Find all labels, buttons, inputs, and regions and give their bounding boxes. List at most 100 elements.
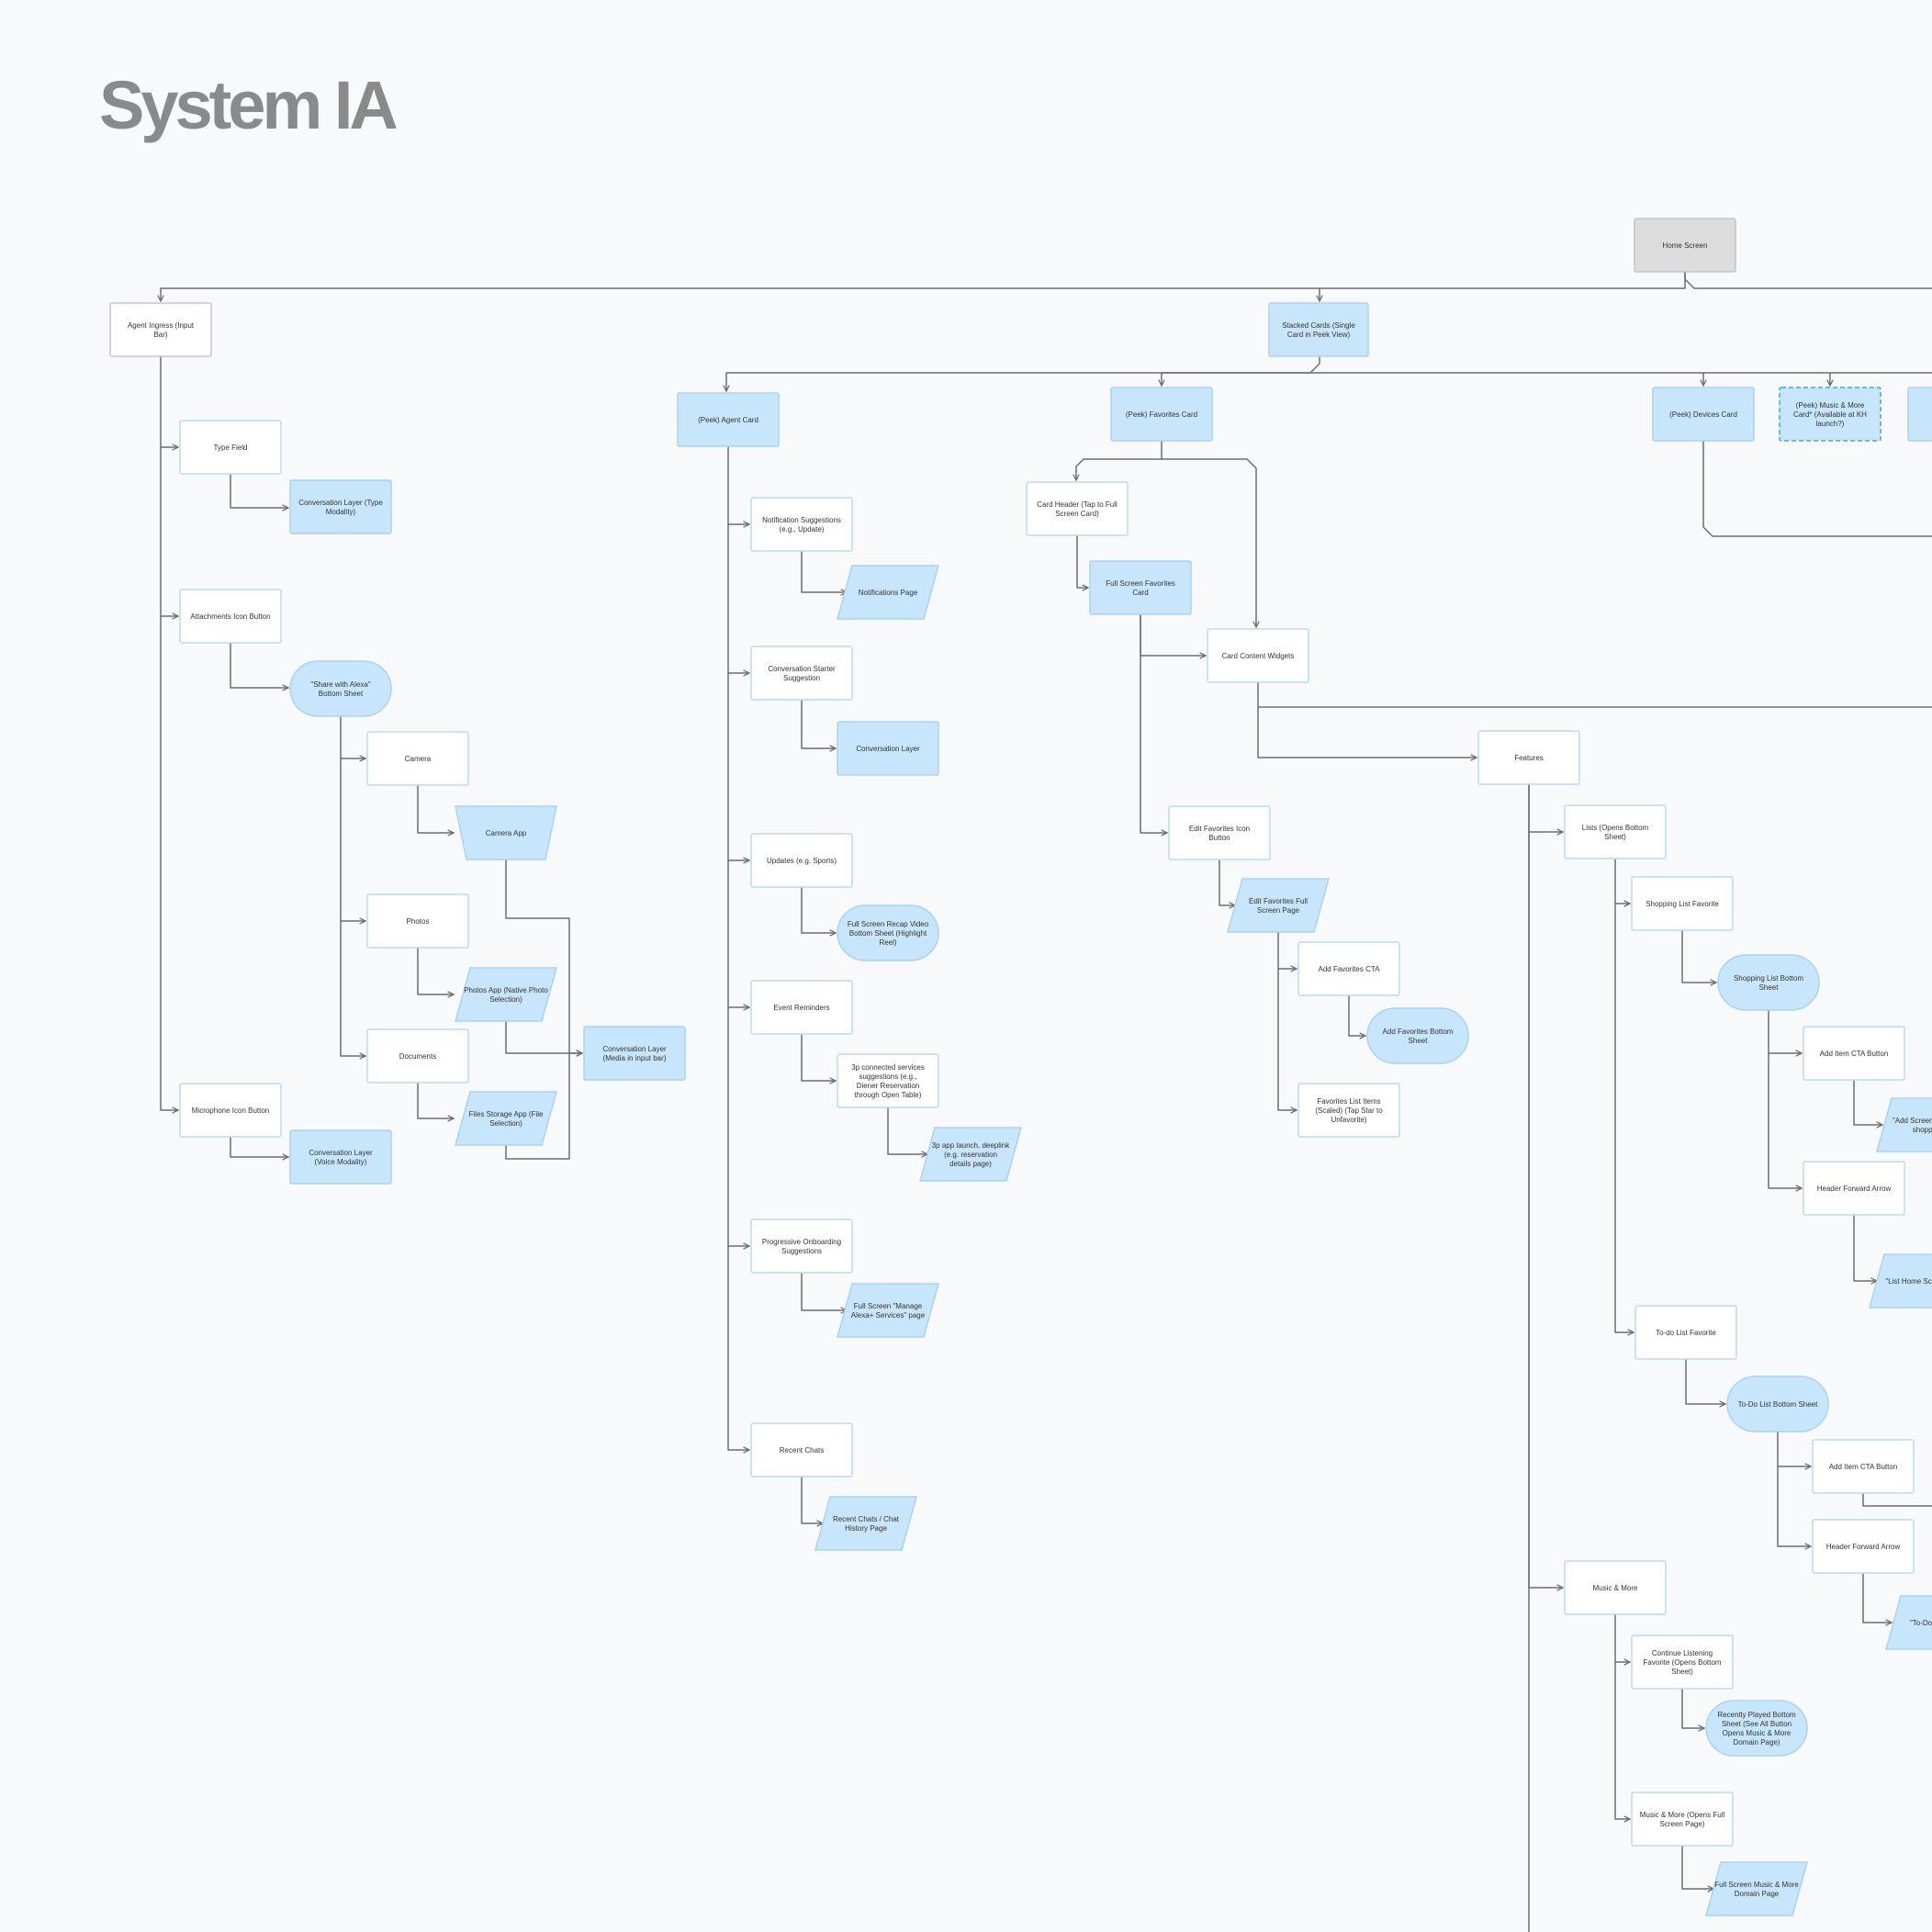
connector-line bbox=[1684, 272, 1932, 289]
node-label: Updates (e.g. Sports) bbox=[767, 857, 837, 865]
connector-line bbox=[1528, 784, 1563, 1588]
node-shape bbox=[837, 904, 939, 961]
page-title: System IA bbox=[99, 67, 399, 143]
node-shape bbox=[179, 420, 282, 475]
connector-line bbox=[417, 1083, 454, 1118]
connector-line bbox=[1219, 859, 1235, 905]
node-label: Favorites List Items(Scaled) (Tap Star t… bbox=[1315, 1097, 1383, 1124]
connector-line bbox=[887, 1107, 927, 1154]
node-list-home: "List Home Screen Fl bbox=[1869, 1253, 1932, 1309]
node-shape bbox=[1268, 302, 1369, 357]
node-label: (Peek) Devices Card bbox=[1669, 410, 1737, 419]
node-add-item-cta: Add Item CTA Button bbox=[1803, 1026, 1905, 1081]
connector-line bbox=[417, 785, 454, 833]
node-shape bbox=[837, 1283, 939, 1338]
node-shape bbox=[837, 1053, 939, 1108]
node-shop-fav: Shopping List Favorite bbox=[1631, 876, 1734, 931]
node-shape bbox=[1705, 1700, 1808, 1757]
node-label: Header Forward Arrow bbox=[1817, 1185, 1892, 1193]
node-shape bbox=[1564, 1560, 1667, 1615]
connector-line bbox=[1162, 458, 1256, 627]
node-shape bbox=[677, 392, 780, 447]
node-peek-cut: (Pe bbox=[1907, 387, 1932, 442]
node-label: 3p app launch, deeplink(e.g. reservation… bbox=[932, 1141, 1011, 1168]
connector-line bbox=[1257, 707, 1477, 758]
node-camera-app: Camera App bbox=[455, 805, 557, 860]
node-label: Type Field bbox=[214, 444, 248, 452]
node-shape bbox=[1297, 1083, 1400, 1138]
node-shape bbox=[1227, 878, 1330, 933]
node-fav-list: Favorites List Items(Scaled) (Tap Star t… bbox=[1297, 1083, 1400, 1138]
connector-line bbox=[801, 1034, 836, 1081]
node-label: "Add Screen (specificshopping bbox=[1893, 1117, 1932, 1134]
node-shape bbox=[179, 1083, 282, 1138]
node-recent-chats: Recent Chats bbox=[750, 1422, 853, 1477]
node-shape bbox=[750, 833, 853, 888]
node-shape bbox=[1634, 218, 1736, 273]
node-label: Conversation Layer(Media in input bar) bbox=[602, 1045, 667, 1062]
connector-line bbox=[505, 859, 582, 1053]
node-shape bbox=[1631, 1634, 1734, 1690]
connector-line bbox=[160, 356, 178, 1110]
node-event-rem: Event Reminders bbox=[750, 980, 853, 1035]
node-shape bbox=[1564, 804, 1667, 859]
node-attach: Attachments Icon Button bbox=[179, 589, 282, 644]
node-label: Camera App bbox=[486, 829, 527, 837]
node-label: "To-Do L Screen bbox=[1910, 1619, 1932, 1627]
connector-line bbox=[505, 1021, 582, 1053]
node-shape bbox=[750, 497, 853, 552]
connector-line bbox=[230, 474, 288, 508]
node-shape bbox=[1869, 1253, 1932, 1309]
connector-line bbox=[1320, 372, 1703, 386]
connector-line bbox=[1681, 930, 1716, 983]
node-shape bbox=[1705, 1861, 1808, 1916]
node-label: Event Reminders bbox=[773, 1004, 829, 1012]
node-label: Notifications Page bbox=[859, 589, 918, 597]
connector-line bbox=[726, 356, 1320, 391]
node-label: To-Do List Bottom Sheet bbox=[1738, 1400, 1818, 1409]
node-shape bbox=[109, 302, 212, 357]
node-shape bbox=[455, 967, 557, 1022]
node-label: Photos bbox=[407, 917, 430, 926]
node-shape bbox=[1207, 628, 1309, 683]
node-shape bbox=[1779, 387, 1881, 442]
node-shape bbox=[837, 565, 939, 620]
connector-line bbox=[1162, 372, 1320, 386]
node-header-arrow2: Header Forward Arrow bbox=[1812, 1519, 1915, 1574]
connector-line bbox=[1853, 1215, 1877, 1281]
node-shape bbox=[1803, 1026, 1905, 1081]
node-label: Microphone Icon Button bbox=[192, 1106, 270, 1115]
node-shape bbox=[1477, 730, 1580, 785]
connector-line bbox=[1862, 1493, 1932, 1507]
connector-line bbox=[1702, 441, 1932, 537]
node-shape bbox=[1631, 1792, 1734, 1847]
node-home: Home Screen bbox=[1634, 218, 1736, 273]
node-mic: Microphone Icon Button bbox=[179, 1083, 282, 1138]
node-features: Features bbox=[1477, 730, 1580, 785]
node-shape bbox=[455, 1091, 557, 1146]
connector-line bbox=[727, 446, 749, 1450]
node-shape bbox=[179, 589, 282, 644]
node-shape bbox=[289, 1129, 392, 1185]
connector-line bbox=[801, 1477, 823, 1523]
